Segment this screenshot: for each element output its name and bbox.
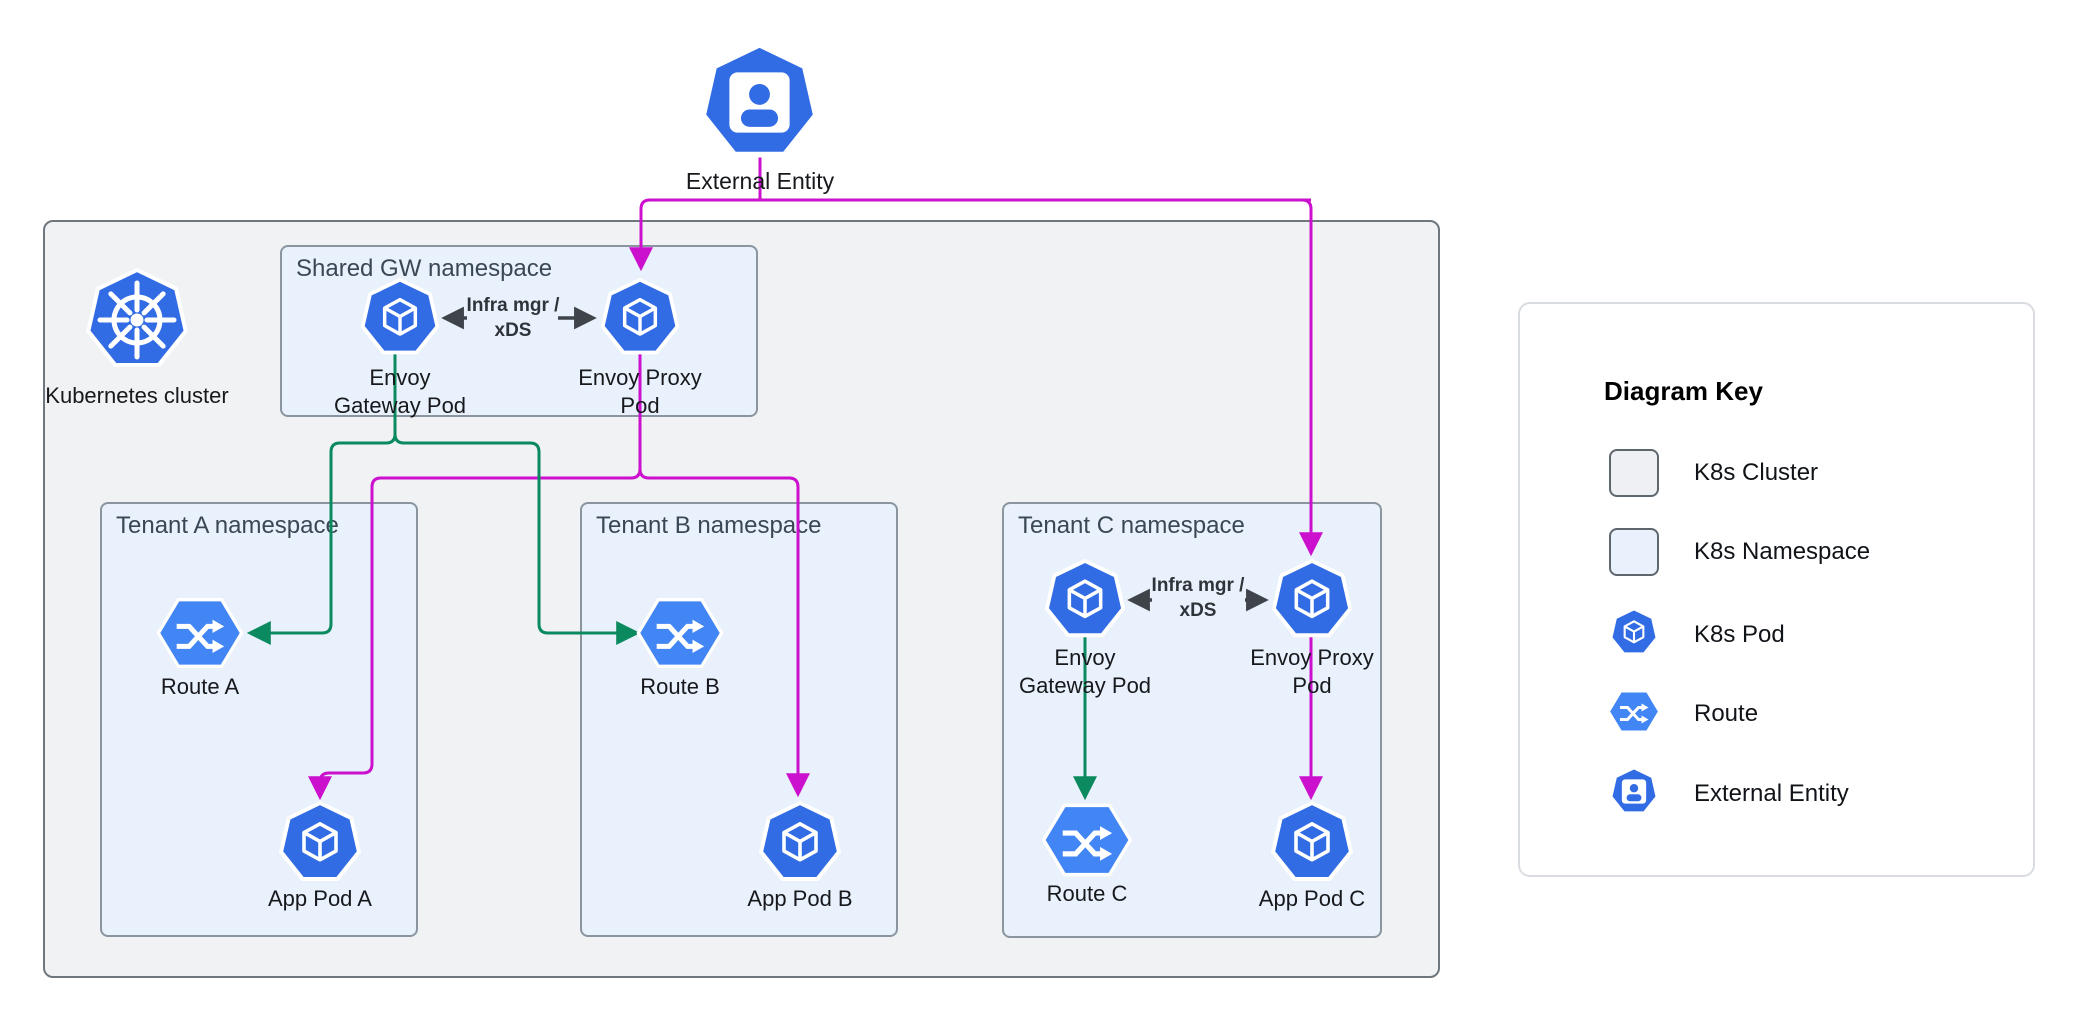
key-row-route: Route (1520, 686, 2033, 742)
key-row-external-entity: External Entity (1520, 766, 2033, 822)
shared-envoy-gateway-pod-label: Envoy Gateway Pod (333, 365, 467, 418)
tenant-a-namespace-box: Tenant A namespace (100, 502, 418, 937)
route-lines-green (246, 352, 1097, 801)
xds-arrows-dark (441, 306, 1269, 612)
route-icon (1607, 690, 1661, 733)
app-pod-b-label: App Pod B (747, 886, 853, 911)
kubernetes-cluster-label: Kubernetes cluster (45, 383, 229, 408)
external-entity-icon (690, 33, 829, 172)
route-c-icon (1035, 788, 1139, 892)
route-b-label: Route B (640, 674, 720, 699)
tenant-c-envoy-proxy-pod-icon (1265, 553, 1359, 647)
route-c-label: Route C (1046, 881, 1128, 906)
shared-gw-namespace-box: Shared GW namespace (280, 245, 758, 417)
external-entity-key-icon (1610, 767, 1658, 814)
shared-envoy-proxy-pod-icon (594, 272, 686, 364)
tenant-a-namespace-title: Tenant A namespace (116, 512, 339, 539)
k8s-namespace-swatch (1609, 528, 1659, 576)
shared-envoy-proxy-pod-label: Envoy Proxy Pod (578, 365, 702, 418)
key-row-k8s-namespace: K8s Namespace (1520, 524, 2033, 580)
app-pod-a-icon (272, 795, 368, 891)
tenant-c-namespace-title: Tenant C namespace (1018, 512, 1245, 539)
shared-gw-namespace-title: Shared GW namespace (296, 255, 553, 282)
app-pod-c-label: App Pod C (1258, 886, 1366, 911)
tenant-c-xds-link-label: Infra mgr / xDS (1151, 575, 1245, 621)
key-row-k8s-pod: K8s Pod (1520, 607, 2033, 663)
tenant-c-envoy-gateway-pod-label: Envoy Gateway Pod (1018, 645, 1152, 698)
key-label-route: Route (1694, 700, 1759, 727)
key-label-external-entity: External Entity (1694, 780, 1849, 807)
app-pod-c-icon (1264, 795, 1360, 891)
route-line-to-route-a (246, 433, 397, 645)
key-label-k8s-namespace: K8s Namespace (1694, 538, 1871, 565)
tenant-c-envoy-gateway-pod-icon (1038, 553, 1132, 647)
external-entity-label: External Entity (685, 168, 835, 194)
key-label-k8s-pod: K8s Pod (1694, 621, 1785, 648)
traffic-line-to-tenant-c-proxy (760, 198, 1323, 557)
route-a-label: Route A (160, 674, 240, 699)
app-pod-b-icon (752, 795, 848, 891)
traffic-lines-magenta (308, 154, 1323, 801)
diagram-key-title: Diagram Key (1604, 376, 1763, 406)
tenant-b-namespace-title: Tenant B namespace (596, 512, 822, 539)
traffic-line-to-shared-proxy (629, 198, 1311, 272)
traffic-line-to-app-pod-b (638, 468, 810, 798)
tenant-c-envoy-proxy-pod-label: Envoy Proxy Pod (1250, 645, 1374, 698)
shared-envoy-gateway-pod-icon (354, 272, 446, 364)
tenant-b-namespace-box: Tenant B namespace (580, 502, 898, 937)
diagram-key-panel: Diagram Key K8s Cluster K8s Namespace K8… (1518, 302, 2035, 877)
route-line-to-route-b (393, 433, 641, 645)
route-a-icon (150, 583, 250, 683)
k8s-cluster-swatch (1609, 449, 1659, 497)
key-row-k8s-cluster: K8s Cluster (1520, 445, 2033, 501)
app-pod-a-label: App Pod A (268, 886, 372, 911)
traffic-line-to-app-pod-a (308, 468, 642, 801)
kubernetes-cluster-icon (77, 260, 197, 380)
shared-xds-link-label: Infra mgr / xDS (466, 295, 560, 341)
k8s-pod-icon (1610, 608, 1658, 655)
route-b-icon (630, 583, 730, 683)
key-label-k8s-cluster: K8s Cluster (1694, 459, 1819, 486)
